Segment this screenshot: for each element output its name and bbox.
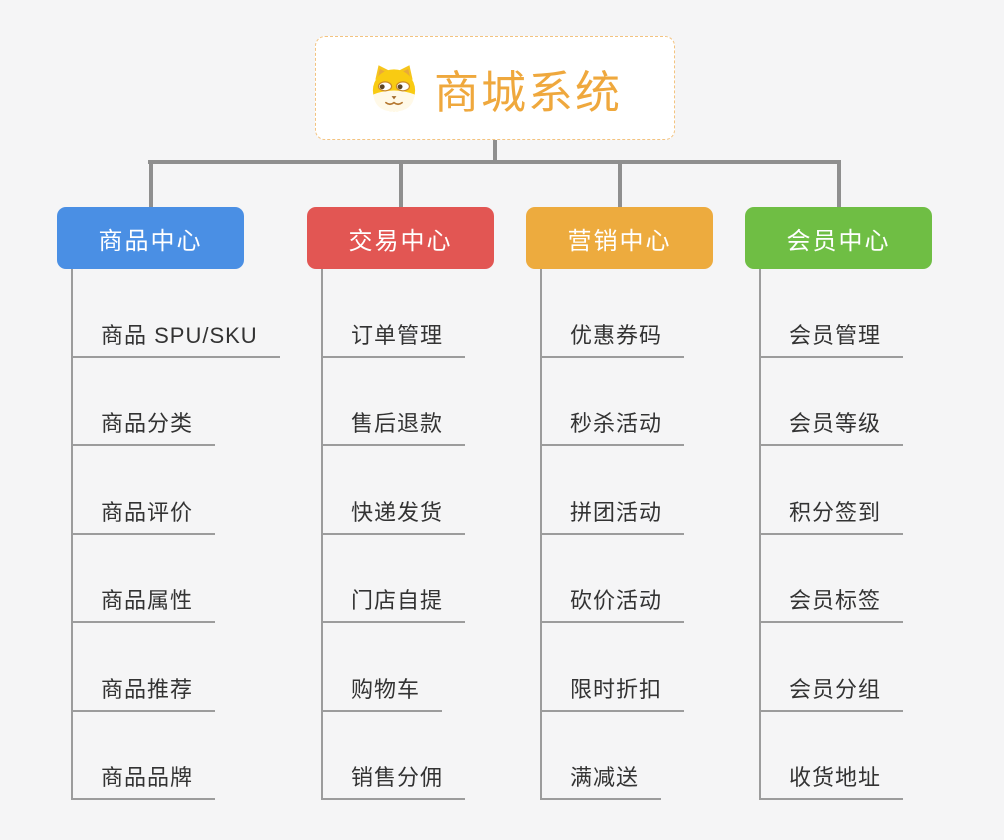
category-node-0[interactable]: 商品中心 [57,207,244,269]
leaf-node[interactable]: 商品分类 [71,408,216,446]
leaf-label: 订单管理 [351,323,444,348]
leaf-label: 售后退款 [351,411,444,436]
root-title: 商城系统 [433,66,622,118]
leaf-label: 会员标签 [789,588,882,613]
leaf-node[interactable]: 商品推荐 [71,674,216,712]
leaf-node[interactable]: 售后退款 [321,408,466,446]
leaf-node[interactable]: 商品评价 [71,497,216,535]
leaf-label: 销售分佣 [351,765,444,790]
leaf-node[interactable]: 商品属性 [71,585,216,623]
leaf-label: 商品分类 [101,411,194,436]
leaf-label: 拼团活动 [570,500,663,525]
leaf-node[interactable]: 砍价活动 [540,585,685,623]
leaf-node[interactable]: 会员管理 [759,320,904,358]
leaf-node[interactable]: 商品 SPU/SKU [71,320,280,358]
leaf-node[interactable]: 快递发货 [321,497,466,535]
leaf-label: 积分签到 [789,500,882,525]
connector-drop-line [617,160,622,207]
leaf-node[interactable]: 优惠券码 [540,320,685,358]
leaf-label: 会员分组 [789,677,882,702]
leaf-node[interactable]: 购物车 [321,674,443,712]
leaf-label: 优惠券码 [570,323,663,348]
doge-dog-icon [372,65,416,112]
leaf-node[interactable]: 销售分佣 [321,762,466,800]
leaf-label: 砍价活动 [570,588,663,613]
connector-drop-line [148,160,153,207]
category-node-1[interactable]: 交易中心 [307,207,494,269]
category-label: 商品中心 [98,227,203,255]
leaf-label: 会员等级 [789,411,882,436]
leaf-node[interactable]: 门店自提 [321,585,466,623]
leaf-label: 秒杀活动 [570,411,663,436]
leaf-node[interactable]: 会员分组 [759,674,904,712]
leaf-label: 限时折扣 [570,677,663,702]
category-label: 交易中心 [348,227,453,255]
leaf-node[interactable]: 收货地址 [759,762,904,800]
leaf-node[interactable]: 会员等级 [759,408,904,446]
category-label: 会员中心 [786,227,891,255]
leaf-label: 快递发货 [351,500,444,525]
leaf-node[interactable]: 满减送 [540,762,662,800]
root-stub-line [493,140,497,161]
connector-drop-line [398,160,403,207]
leaf-label: 商品品牌 [101,765,194,790]
leaf-node[interactable]: 积分签到 [759,497,904,535]
category-node-3[interactable]: 会员中心 [745,207,932,269]
leaf-label: 收货地址 [789,765,882,790]
leaf-node[interactable]: 秒杀活动 [540,408,685,446]
category-node-2[interactable]: 营销中心 [526,207,713,269]
leaf-label: 商品推荐 [101,677,194,702]
leaf-label: 满减送 [570,765,640,790]
leaf-label: 商品 SPU/SKU [101,323,258,348]
leaf-label: 购物车 [351,677,421,702]
leaf-label: 会员管理 [789,323,882,348]
leaf-label: 商品属性 [101,588,194,613]
leaf-node[interactable]: 订单管理 [321,320,466,358]
leaf-label: 门店自提 [351,588,444,613]
root-node[interactable]: 商城系统 [315,36,675,140]
leaf-node[interactable]: 限时折扣 [540,674,685,712]
connector-drop-line [836,160,841,207]
leaf-node[interactable]: 会员标签 [759,585,904,623]
leaf-node[interactable]: 拼团活动 [540,497,685,535]
leaf-node[interactable]: 商品品牌 [71,762,216,800]
horizontal-connector-line [148,160,841,164]
category-label: 营销中心 [567,227,672,255]
leaf-label: 商品评价 [101,500,194,525]
